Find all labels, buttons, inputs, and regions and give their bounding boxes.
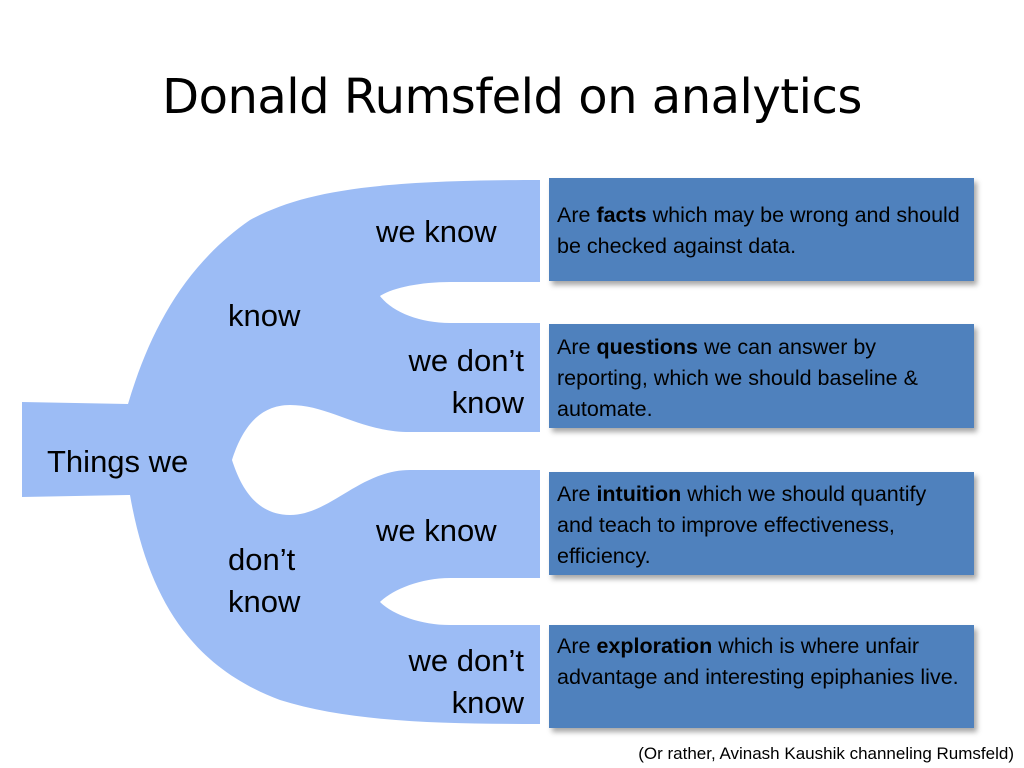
box-text-post: which is where unfair advantage and inte…: [557, 634, 959, 689]
branch-dont-know-line1: don’t: [228, 542, 296, 577]
box-text-pre: Are: [557, 482, 597, 506]
box-text-pre: Are: [557, 203, 597, 227]
branch-dont-know-line2: know: [228, 584, 301, 619]
tree-shape: [22, 180, 540, 724]
leaf-label-line2: know: [451, 685, 524, 720]
description-box-facts: Are facts which may be wrong and should …: [549, 178, 974, 281]
branch-know-label: know: [228, 298, 301, 333]
description-box-exploration: Are exploration which is where unfair ad…: [549, 625, 974, 728]
box-text-pre: Are: [557, 335, 597, 359]
box-text-bold: facts: [596, 203, 647, 227]
box-text-pre: Are: [557, 634, 597, 658]
box-text-bold: exploration: [596, 634, 713, 658]
credit-note: (Or rather, Avinash Kaushik channeling R…: [638, 744, 1014, 763]
box-text-post: which we should quantify and teach to im…: [557, 482, 927, 568]
leaf-know-we-know-label: we know: [376, 214, 497, 249]
branch-dont-know-label: don’t know: [228, 539, 300, 623]
leaf-dont-know-we-know-label: we know: [376, 513, 497, 548]
root-label: Things we: [47, 444, 189, 479]
slide-title: Donald Rumsfeld on analytics: [162, 69, 862, 125]
box-text-bold: intuition: [596, 482, 682, 506]
leaf-dont-know-we-dont-know-label: we don’t know: [370, 640, 524, 724]
leaf-label-line1: we don’t: [408, 643, 524, 678]
leaf-label-line1: we don’t: [408, 343, 524, 378]
description-box-intuition: Are intuition which we should quantify a…: [549, 472, 974, 575]
leaf-know-we-dont-know-label: we don’t know: [370, 340, 524, 424]
description-box-questions: Are questions we can answer by reporting…: [549, 324, 974, 428]
box-text-post: which may be wrong and should be checked…: [557, 203, 960, 258]
box-text-bold: questions: [596, 335, 698, 359]
leaf-label-line2: know: [451, 385, 524, 420]
box-text-post: we can answer by reporting, which we sho…: [557, 335, 918, 421]
